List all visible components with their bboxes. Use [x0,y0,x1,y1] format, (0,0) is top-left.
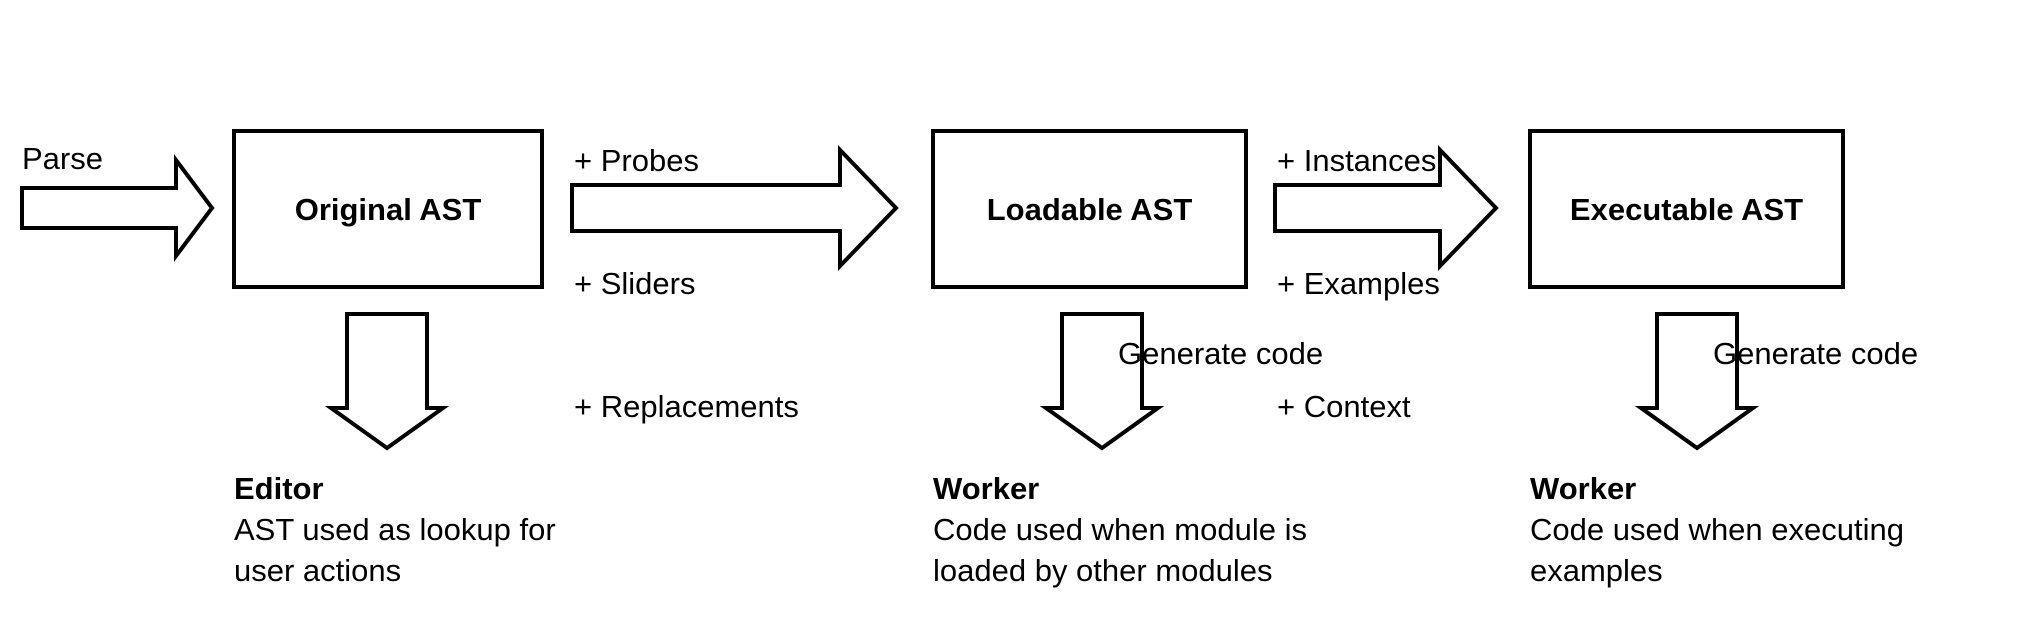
caption-worker-executable-line-2: examples [1530,553,1663,588]
caption-worker-executable-title: Worker [1530,471,1637,506]
transition-annotation-1-line-1: + Probes [574,143,699,178]
caption-worker-loadable: Worker Code used when module is loaded b… [933,468,1307,591]
caption-editor: Editor AST used as lookup for user actio… [234,468,556,591]
transition-arrow-1-shape [570,145,899,271]
down-arrow-2-shape [1039,312,1165,451]
transition-annotation-2: + Instances + Examples + Context [1277,58,1440,509]
caption-worker-loadable-line-2: loaded by other modules [933,553,1273,588]
original-ast-box-shape [232,129,544,289]
transition-annotation-1-line-2: + Sliders [574,266,696,301]
caption-worker-executable-line-1: Code used when executing [1530,512,1904,547]
executable-ast-box-label: Executable AST [1569,192,1804,227]
parse-arrow-shape [20,154,215,262]
transition-annotation-2-line-1: + Instances [1277,143,1437,178]
original-ast-box-label: Original AST [294,192,482,227]
caption-worker-executable: Worker Code used when executing examples [1530,468,1904,591]
parse-arrow-label: Parse [22,141,103,176]
caption-worker-loadable-title: Worker [933,471,1040,506]
down-arrow-3-shape [1634,312,1760,451]
caption-editor-title: Editor [234,471,324,506]
down-arrow-2-label: Generate code [1118,336,1324,371]
caption-editor-line-2: user actions [234,553,402,588]
transition-annotation-1-line-3: + Replacements [574,389,799,424]
caption-worker-loadable-line-1: Code used when module is [933,512,1307,547]
down-arrow-3-label: Generate code [1713,336,1919,371]
loadable-ast-box-label: Loadable AST [986,192,1193,227]
loadable-ast-box-shape [931,129,1248,289]
transition-annotation-2-line-2: + Examples [1277,266,1440,301]
down-arrow-1-shape [324,312,450,451]
transition-annotation-1: + Probes + Sliders + Replacements [574,58,799,509]
transition-arrow-2-shape [1273,145,1499,271]
executable-ast-box-shape [1528,129,1845,289]
caption-editor-line-1: AST used as lookup for [234,512,556,547]
transition-annotation-2-line-3: + Context [1277,389,1411,424]
